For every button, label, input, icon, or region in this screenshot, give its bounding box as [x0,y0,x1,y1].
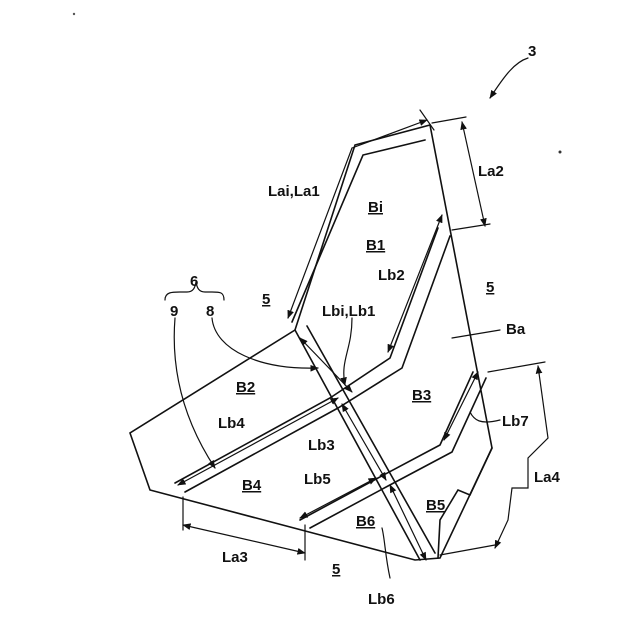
label-lb7: Lb7 [502,413,529,430]
label-ba: Ba [506,321,526,338]
label-lbi-lb1: Lbi,Lb1 [322,303,375,320]
label-lb5: Lb5 [304,471,331,488]
ref-5-bottom: 5 [332,561,340,578]
ref-6: 6 [190,273,198,290]
dim-lb3 [342,404,386,480]
ref-9: 9 [170,303,178,320]
ref-8: 8 [206,303,214,320]
label-la2: La2 [478,163,504,180]
label-b3: B3 [412,387,431,404]
speck [559,151,562,154]
dim-lb6 [390,485,426,560]
label-la3: La3 [222,549,248,566]
label-b2: B2 [236,379,255,396]
dim-la2-ext-top [432,117,466,123]
label-b1: B1 [366,237,385,254]
leader-lbi-lb1 [344,318,352,385]
dim-lai-la1-top [352,120,427,148]
ref-5-left: 5 [262,291,270,308]
label-lb3: Lb3 [308,437,335,454]
label-lb6: Lb6 [368,591,395,608]
dim-la4-ext-top [488,362,545,372]
ref-figure-3: 3 [528,43,536,60]
speck [73,13,75,15]
leader-ba [452,330,500,338]
dim-la4-ext-bottom [440,545,495,555]
label-b6: B6 [356,513,375,530]
ref-5-right: 5 [486,279,494,296]
label-lb4: Lb4 [218,415,245,432]
block-right-wave [438,448,492,558]
leader-3 [490,58,528,98]
dim-la4 [495,366,548,548]
label-b5: B5 [426,497,445,514]
label-bi: Bi [368,199,383,216]
label-la4: La4 [534,469,561,486]
dim-lai-la1 [288,148,352,318]
label-b4: B4 [242,477,262,494]
block-inner-edge [292,140,425,322]
label-lai-la1: Lai,La1 [268,183,320,200]
label-lb2: Lb2 [378,267,405,284]
